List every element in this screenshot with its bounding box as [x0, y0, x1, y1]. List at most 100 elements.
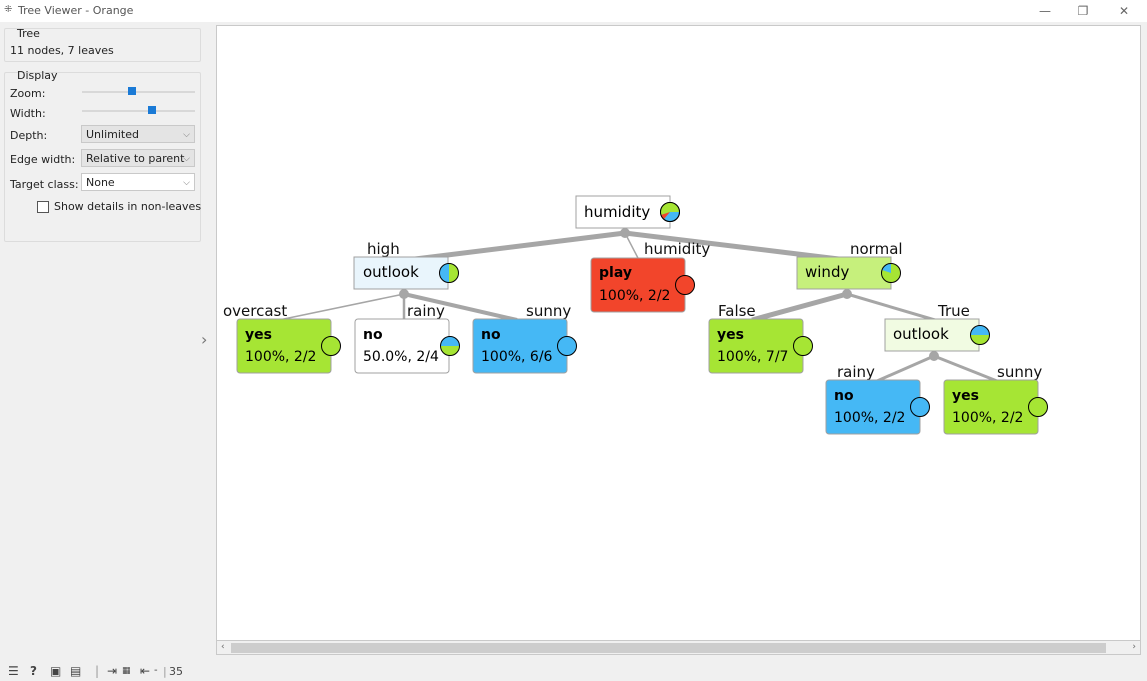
- split-dot-outlook: [399, 289, 409, 299]
- pie-chart-icon: [439, 263, 459, 283]
- tree-node-no-rainy[interactable]: no 50.0%, 2/4: [354, 318, 460, 374]
- node-label: outlook: [363, 263, 419, 281]
- edge-windy-false: [751, 291, 848, 323]
- tree-node-outlook-true[interactable]: outlook: [884, 318, 990, 352]
- node-box: [884, 318, 980, 352]
- scroll-left-icon[interactable]: ‹: [221, 642, 225, 652]
- separator-icon: |: [95, 664, 100, 678]
- restore-button[interactable]: ❐: [1077, 4, 1089, 18]
- split-dot-windy: [842, 289, 852, 299]
- edge-root-windy: [624, 230, 848, 263]
- node-class: no: [363, 327, 383, 343]
- node-stats: 100%, 2/2: [245, 349, 316, 365]
- chevron-down-icon: ⌵: [183, 178, 190, 188]
- pie-chart-icon: [1028, 397, 1048, 417]
- show-details-label[interactable]: Show details in non-leaves: [54, 200, 202, 213]
- tree-node-windy[interactable]: windy: [796, 256, 901, 290]
- edge-label-normal: normal: [850, 240, 903, 258]
- pie-chart-icon: [970, 325, 990, 345]
- chevron-down-icon: ⌵: [183, 154, 190, 164]
- node-class: no: [834, 388, 854, 404]
- node-box: [796, 256, 892, 290]
- status-bar: ☰ ? ▣ ▤ | ⇥ ▦ ⇤ - | 35: [0, 661, 1147, 681]
- output-icon[interactable]: ⇤: [140, 664, 151, 678]
- tree-node-yes-sunny-2[interactable]: yes 100%, 2/2: [943, 379, 1048, 435]
- split-dots: [399, 228, 939, 361]
- menu-icon[interactable]: ☰: [8, 664, 19, 678]
- node-box: [575, 195, 671, 229]
- tree-node-play[interactable]: play 100%, 2/2: [590, 257, 695, 313]
- separator-icon: |: [163, 665, 167, 678]
- edge-windy-true: [846, 292, 936, 322]
- pie-chart-icon: [557, 336, 577, 356]
- horizontal-scrollbar[interactable]: ‹ ›: [216, 640, 1141, 655]
- tree-node-no-sunny[interactable]: no 100%, 6/6: [472, 318, 577, 374]
- edge-root-outlook: [406, 230, 626, 263]
- tree-node-outlook-high[interactable]: outlook: [353, 256, 459, 290]
- pie-chart-icon: [793, 336, 813, 356]
- edge-label-sunny: sunny: [526, 302, 571, 320]
- input-data-icon: ▦: [122, 666, 131, 676]
- zoom-slider[interactable]: [82, 87, 195, 95]
- tree-node-yes-false[interactable]: yes 100%, 7/7: [708, 318, 813, 374]
- node-class: no: [481, 327, 501, 343]
- output-dash-icon: -: [154, 665, 158, 676]
- tree-box-title: Tree: [17, 27, 40, 40]
- edge-label-false: False: [718, 302, 756, 320]
- node-stats: 100%, 2/2: [834, 410, 905, 426]
- collapse-sidebar-icon[interactable]: ›: [201, 330, 208, 349]
- tree-info-box: Tree 11 nodes, 7 leaves: [4, 27, 201, 62]
- edge-outlook2-sunny: [933, 354, 998, 383]
- edge-width-select[interactable]: Relative to parent ⌵: [81, 149, 195, 167]
- node-box: [353, 256, 449, 290]
- depth-select[interactable]: Unlimited ⌵: [81, 125, 195, 143]
- input-icon[interactable]: ⇥: [107, 664, 118, 678]
- tree-canvas[interactable]: high humidity normal overcast rainy sunn…: [216, 25, 1141, 655]
- tree-node-humidity[interactable]: humidity: [575, 195, 680, 229]
- edge-label-rainy-2: rainy: [837, 363, 875, 381]
- node-class: yes: [717, 327, 744, 343]
- edge-labels: high humidity normal overcast rainy sunn…: [223, 240, 1042, 381]
- tree-node-yes-overcast[interactable]: yes 100%, 2/2: [236, 318, 341, 374]
- scrollbar-thumb[interactable]: [231, 643, 1106, 653]
- pie-chart-icon: [440, 336, 460, 356]
- pie-chart-icon: [321, 336, 341, 356]
- close-button[interactable]: ✕: [1118, 4, 1130, 18]
- tree-node-no-rainy-2[interactable]: no 100%, 2/2: [825, 379, 930, 435]
- edge-outlook2-rainy: [876, 354, 935, 383]
- target-class-select[interactable]: None ⌵: [81, 173, 195, 191]
- node-class: play: [599, 265, 632, 281]
- edge-label-overcast: overcast: [223, 302, 287, 320]
- width-slider[interactable]: [82, 106, 195, 114]
- pie-chart-icon: [881, 263, 901, 283]
- width-slider-handle[interactable]: [148, 106, 156, 114]
- display-box-title: Display: [17, 69, 58, 82]
- edge-label-high: high: [367, 240, 400, 258]
- save-icon[interactable]: ▣: [50, 664, 62, 678]
- edge-outlook-sunny: [403, 292, 518, 322]
- node-class: yes: [245, 327, 272, 343]
- node-stats: 100%, 7/7: [717, 349, 788, 365]
- node-class: yes: [952, 388, 979, 404]
- edge-label-rainy: rainy: [407, 302, 445, 320]
- edge-width-select-value: Relative to parent: [86, 152, 185, 165]
- node-stats: 100%, 2/2: [599, 288, 670, 304]
- show-details-checkbox[interactable]: [37, 201, 49, 213]
- minimize-button[interactable]: —: [1039, 4, 1051, 18]
- pie-chart-icon: [675, 275, 695, 295]
- display-box: Display: [4, 69, 201, 242]
- tree-graph: high humidity normal overcast rainy sunn…: [223, 195, 1048, 435]
- target-class-select-value: None: [86, 176, 115, 189]
- node-stats: 50.0%, 2/4: [363, 349, 439, 365]
- report-icon[interactable]: ▤: [70, 664, 82, 678]
- depth-label: Depth:: [10, 129, 48, 142]
- tree-info-text: 11 nodes, 7 leaves: [10, 44, 114, 57]
- zoom-slider-handle[interactable]: [128, 87, 136, 95]
- edge-width-label: Edge width:: [10, 153, 76, 166]
- edge-label-sunny-2: sunny: [997, 363, 1042, 381]
- node-label: outlook: [893, 325, 949, 343]
- pie-chart-icon: [910, 397, 930, 417]
- data-count: 35: [169, 665, 183, 678]
- scroll-right-icon[interactable]: ›: [1132, 642, 1136, 652]
- help-icon[interactable]: ?: [30, 664, 37, 678]
